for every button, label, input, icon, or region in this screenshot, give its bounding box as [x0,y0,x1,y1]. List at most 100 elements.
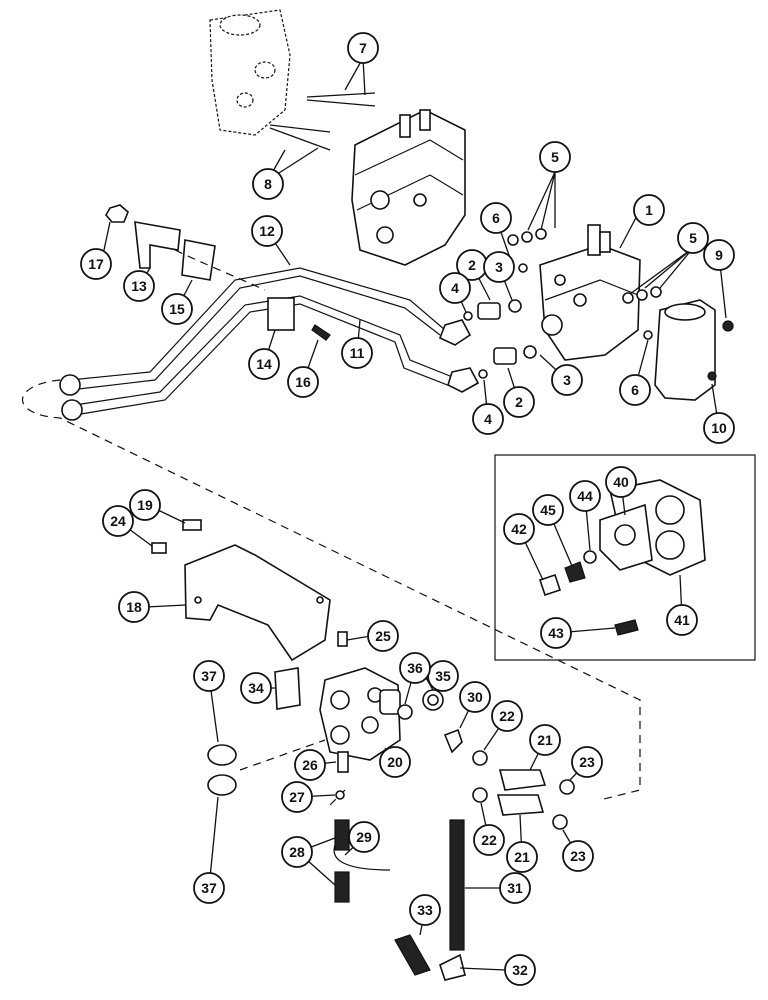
callout-6-lower: 6 [619,374,651,406]
o-rings-22 [472,750,488,803]
route-line-clamp [174,249,266,291]
svg-text:27: 27 [289,789,305,805]
svg-text:41: 41 [674,612,690,628]
studs-8 [269,124,331,151]
ghost-valve-top [209,9,291,136]
callout-25: 25 [367,620,399,652]
callout-9: 9 [703,239,735,271]
callout-14: 14 [248,348,280,380]
svg-text:9: 9 [715,247,723,263]
svg-text:37: 37 [201,880,217,896]
svg-text:28: 28 [289,844,305,860]
callout-10: 10 [703,412,735,444]
svg-text:22: 22 [499,708,515,724]
svg-text:35: 35 [435,668,451,684]
svg-text:3: 3 [563,372,571,388]
callout-32: 32 [504,954,536,986]
fitting-2-upper [463,299,522,321]
nut-17 [105,204,129,223]
callout-27: 27 [281,781,313,813]
callout-4-upper: 4 [439,272,471,304]
gasket-34 [274,667,301,710]
callout-28: 28 [281,836,313,868]
svg-text:15: 15 [169,301,185,317]
svg-text:19: 19 [137,497,153,513]
svg-text:37: 37 [201,668,217,684]
svg-text:36: 36 [407,660,423,676]
svg-text:43: 43 [548,625,564,641]
fitting-2-lower [478,345,537,379]
callout-2-upper: 2 [456,249,488,281]
svg-text:7: 7 [359,40,367,56]
callout-23-upper: 23 [571,746,603,778]
sleeves-28 [334,819,350,903]
svg-text:21: 21 [514,849,530,865]
svg-text:29: 29 [356,829,372,845]
clamp-14 [267,297,331,341]
tee-32 [439,953,466,981]
inset-box [494,454,756,661]
callout-3-upper: 3 [483,251,515,283]
svg-text:6: 6 [492,210,500,226]
o-rings-23 [552,779,575,830]
callout-20: 20 [379,746,411,778]
svg-text:3: 3 [495,259,503,275]
svg-text:4: 4 [451,280,459,296]
svg-text:14: 14 [256,356,272,372]
callout-35: 35 [427,660,459,692]
screw-25 [337,631,348,647]
svg-text:10: 10 [711,420,727,436]
tie-29 [333,844,391,871]
connector-26 [337,751,349,773]
svg-text:22: 22 [481,832,497,848]
svg-text:16: 16 [295,374,311,390]
clamp-15 [181,239,216,281]
valve-housing-9 [654,299,734,401]
svg-text:13: 13 [131,278,147,294]
svg-text:1: 1 [645,202,653,218]
callout-7: 7 [347,32,379,64]
mounting-bracket-18 [184,544,331,662]
svg-text:5: 5 [689,230,697,246]
callout-23-lower: 23 [562,840,594,872]
callout-44: 44 [569,480,601,512]
callout-1: 1 [633,194,665,226]
svg-text:42: 42 [511,521,527,537]
callout-43: 43 [540,617,572,649]
bolts-19-24 [151,519,202,554]
fittings-21 [496,769,547,816]
svg-text:8: 8 [264,176,272,192]
callout-36: 36 [399,652,431,684]
callout-22-upper: 22 [491,700,523,732]
studs-7 [306,92,376,107]
control-valve-stack [351,109,466,266]
callout-22-lower: 22 [473,824,505,856]
svg-text:45: 45 [540,502,556,518]
sleeve-33 [394,934,431,976]
bracket-13 [134,221,181,269]
callout-40: 40 [605,466,637,498]
callout-19: 19 [129,489,161,521]
callout-30: 30 [459,681,491,713]
svg-text:6: 6 [631,382,639,398]
fitting-35 [422,689,444,711]
svg-text:26: 26 [302,757,318,773]
callout-29: 29 [348,821,380,853]
svg-text:17: 17 [88,256,104,272]
callout-42: 42 [503,513,535,545]
callout-41: 41 [666,604,698,636]
callout-33: 33 [409,894,441,926]
tube-12 [69,267,472,391]
svg-text:21: 21 [537,732,553,748]
svg-text:30: 30 [467,689,483,705]
svg-text:23: 23 [579,754,595,770]
svg-text:4: 4 [484,411,492,427]
relief-valve-1 [539,224,641,361]
callout-5-left: 5 [539,141,571,173]
callout-34: 34 [240,672,272,704]
callout-3-lower: 3 [551,364,583,396]
hose-31 [449,819,465,951]
callout-13: 13 [123,270,155,302]
callout-12: 12 [251,215,283,247]
